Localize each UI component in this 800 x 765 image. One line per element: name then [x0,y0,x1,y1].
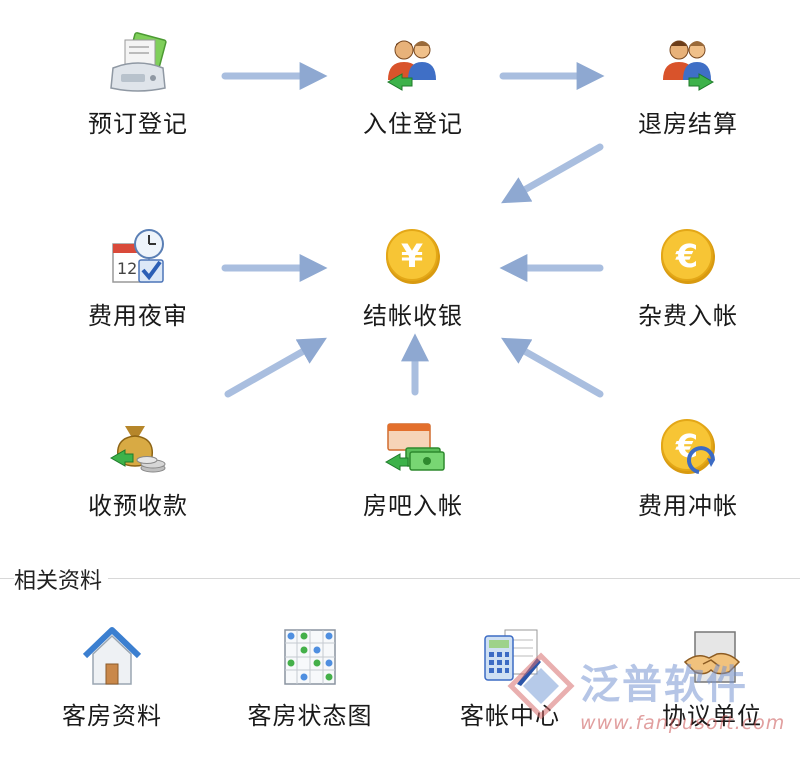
node-checkout-label: 退房结算 [638,110,738,138]
calculator-pen-icon [484,629,541,686]
svg-text:12: 12 [117,259,137,278]
node-reverse-charge-label: 费用冲帐 [638,492,738,520]
room-status-grid-icon [284,629,336,685]
related-partner-units[interactable]: 协议单位 [632,622,792,731]
yen-coin-icon: ¥ [386,229,440,284]
money-bag-icon [109,426,166,473]
related-room-info[interactable]: 客房资料 [32,622,192,731]
house-icon [82,627,142,685]
arrow-deposit-to-cashier [224,337,327,398]
reservation-fax-icon [110,32,167,92]
svg-text:€: € [675,237,698,275]
svg-text:¥: ¥ [401,237,423,275]
section-divider [0,578,800,579]
arrow-checkout-to-cashier [501,143,604,204]
handshake-icon [683,631,741,683]
related-room-status-label: 客房状态图 [247,702,373,730]
euro-coin-icon: € [661,229,715,284]
related-partner-units-label: 协议单位 [662,702,762,730]
node-night-audit-label: 费用夜审 [88,302,188,330]
node-reservation[interactable]: 预订登记 [58,30,218,139]
related-account-center[interactable]: 客帐中心 [430,622,590,731]
node-reverse-charge[interactable]: € 费用冲帐 [608,412,768,521]
calendar-clock-audit-icon: 12 [112,229,164,283]
related-room-info-label: 客房资料 [62,702,162,730]
node-checkin[interactable]: 入住登记 [333,30,493,139]
guests-checkout-icon [663,40,715,91]
node-deposit-label: 收预收款 [88,492,188,520]
guests-checkin-icon [386,40,436,91]
related-section-title: 相关资料 [14,563,109,595]
related-room-status[interactable]: 客房状态图 [230,622,390,731]
node-cashier-label: 结帐收银 [363,302,463,330]
node-night-audit[interactable]: 12 费用夜审 [58,222,218,331]
related-account-center-label: 客帐中心 [460,702,560,730]
node-minibar[interactable]: 房吧入帐 [333,412,493,521]
euro-coin-reverse-icon: € [661,419,715,474]
node-checkin-label: 入住登记 [363,110,463,138]
arrow-reverse-to-cashier [501,337,604,398]
node-reservation-label: 预订登记 [88,110,188,138]
svg-text:€: € [675,427,698,465]
node-checkout[interactable]: 退房结算 [608,30,768,139]
minibar-cash-icon [384,423,445,471]
node-minibar-label: 房吧入帐 [363,492,463,520]
node-misc-charges[interactable]: € 杂费入帐 [608,222,768,331]
node-cashier[interactable]: ¥ 结帐收银 [333,222,493,331]
node-deposit[interactable]: 收预收款 [58,412,218,521]
node-misc-charges-label: 杂费入帐 [638,302,738,330]
